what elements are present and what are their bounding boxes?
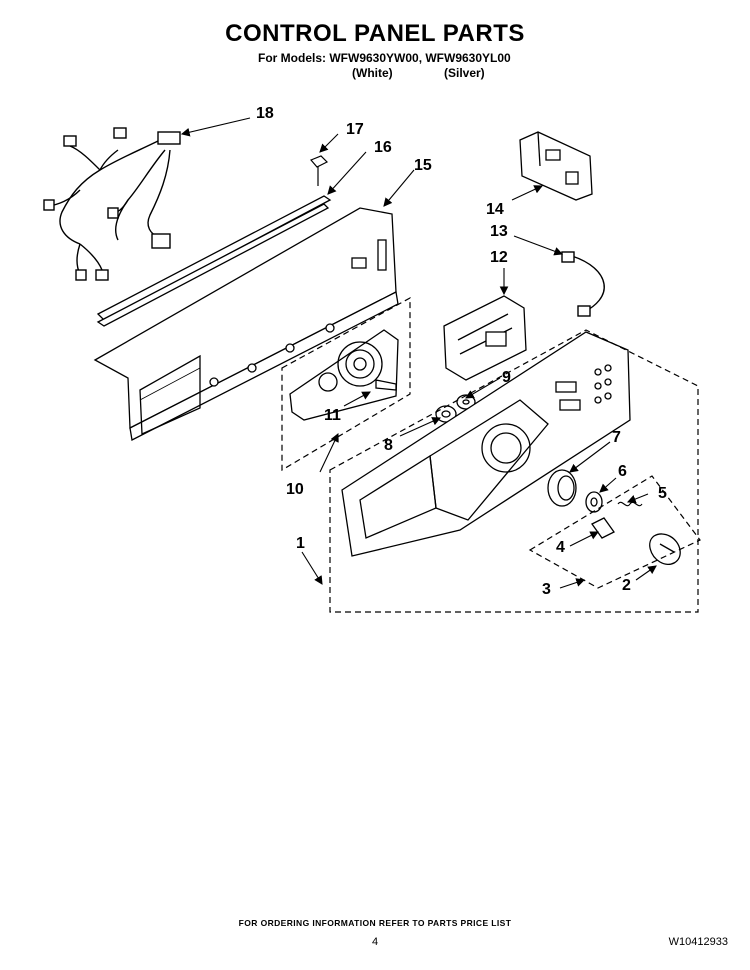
part-16-trim-strip [96, 195, 332, 327]
callout-15: 15 [414, 157, 432, 174]
part-7-dial-ring [547, 469, 577, 507]
callout-11: 11 [324, 407, 341, 424]
assembly-boxes [281, 296, 701, 613]
part-10-housing-assembly [289, 329, 399, 421]
callout-7: 7 [612, 429, 621, 446]
variant-white: (White) [352, 66, 393, 80]
part-5-spring [617, 501, 643, 507]
callout-4: 4 [556, 539, 565, 556]
callout-18: 18 [256, 105, 274, 122]
callout-1: 1 [296, 535, 305, 552]
callout-6: 6 [618, 463, 627, 480]
callout-12: 12 [490, 249, 508, 266]
part-4-shaft [591, 517, 615, 539]
callout-16: 16 [374, 139, 392, 156]
callout-5: 5 [658, 485, 667, 502]
part-14-module [519, 131, 593, 201]
part-13-cable [561, 251, 605, 317]
page-title: CONTROL PANEL PARTS [225, 20, 525, 47]
models-line: For Models: WFW9630YW00, WFW9630YL00 [258, 51, 511, 65]
callout-14: 14 [486, 201, 504, 218]
callout-2: 2 [622, 577, 631, 594]
part-2-knob [649, 533, 681, 565]
part-17-screw [309, 155, 329, 186]
page-number: 4 [371, 936, 379, 948]
callout-3: 3 [542, 581, 551, 598]
variant-silver: (Silver) [444, 66, 485, 80]
part-12-control-board [443, 295, 527, 381]
part-6-hub [585, 491, 603, 513]
part-1-console-assembly [341, 331, 631, 557]
callout-17: 17 [346, 121, 364, 138]
part-18-wire-harness [43, 127, 181, 281]
callout-9: 9 [502, 369, 511, 386]
callout-10: 10 [286, 481, 304, 498]
callout-8: 8 [384, 437, 393, 454]
callout-13: 13 [490, 223, 508, 240]
leader-lines [180, 117, 657, 589]
ordering-note: FOR ORDERING INFORMATION REFER TO PARTS … [238, 918, 512, 928]
document-id: W10412933 [668, 936, 728, 948]
